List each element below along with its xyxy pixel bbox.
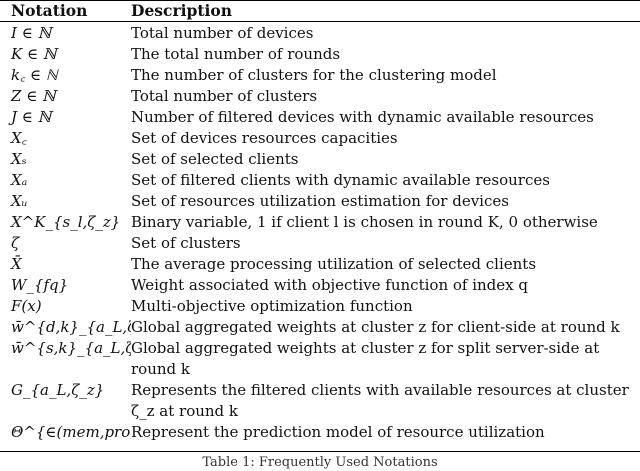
table-top-rule [0, 0, 640, 1]
description-cell: Total number of devices [131, 24, 314, 42]
table-body: I ∈ ℕ Total number of devices K ∈ ℕ The tot… [0, 23, 640, 443]
table-row: k꜀ ∈ ℕ The number of clusters for the clu… [0, 65, 640, 86]
table-row: X̄ The average processing utilization of … [0, 254, 640, 275]
table-row: Xₐ Set of filtered clients with dynamic a… [0, 170, 640, 191]
table-row: J ∈ ℕ Number of filtered devices with dyn… [0, 107, 640, 128]
notation-cell: X꜀ [11, 129, 27, 147]
table-row: w̄^{d,k}_{a_L,ζ_z}Global aggregated weig… [0, 317, 640, 338]
table-header: Notation Description [0, 1, 640, 21]
notation-cell: Xₐ [11, 171, 28, 189]
notation-cell: Z ∈ ℕ [11, 87, 56, 105]
table-bottom-rule [0, 451, 640, 452]
notation-cell: F(x) [11, 297, 42, 315]
description-cell: Set of devices resources capacities [131, 129, 398, 147]
description-cell: Set of selected clients [131, 150, 299, 168]
table-row: Θ^{∈(mem,pro,dis)}Represent the predicti… [0, 422, 640, 443]
notation-cell: W_{fq} [11, 276, 69, 294]
table-row: ζ Set of clusters [0, 233, 640, 254]
description-cell: Represent the prediction model of resour… [131, 423, 545, 441]
table-row: Z ∈ ℕ Total number of clusters [0, 86, 640, 107]
notation-cell: G_{a_L,ζ_z} [11, 381, 105, 399]
description-cell: Global aggregated weights at cluster z f… [131, 318, 620, 336]
notation-cell: k꜀ ∈ ℕ [11, 66, 58, 84]
description-cell: Set of resources utilization estimation … [131, 192, 509, 210]
description-cell: Number of filtered devices with dynamic … [131, 108, 594, 126]
table-row: F(x) Multi-objective optimization functio… [0, 296, 640, 317]
header-notation: Notation [11, 1, 88, 20]
notation-cell: ζ [11, 234, 20, 252]
table-caption: Table 1: Frequently Used Notations [202, 455, 438, 470]
description-cell: Represents the filtered clients with ava… [131, 381, 629, 420]
notation-cell: J ∈ ℕ [11, 108, 52, 126]
description-cell: Set of filtered clients with dynamic ava… [131, 171, 550, 189]
notation-cell: X̄ [11, 255, 22, 273]
description-cell: Global aggregated weights at cluster z f… [131, 339, 600, 378]
notation-cell: K ∈ ℕ [11, 45, 57, 63]
description-cell: Set of clusters [131, 234, 241, 252]
table-row: Xᵤ Set of resources utilization estimatio… [0, 191, 640, 212]
notation-cell: Xₛ [11, 150, 27, 168]
description-cell: Weight associated with objective functio… [131, 276, 528, 294]
notation-cell: w̄^{s,k}_{a_L,ζ_z} [11, 339, 131, 357]
table-header-rule [0, 21, 640, 22]
notation-cell: X^K_{s_l,ζ_z} [11, 213, 121, 231]
table-row: Xₛ Set of selected clients [0, 149, 640, 170]
table-row: G_{a_L,ζ_z} Represents the filtered clien… [0, 380, 640, 422]
description-cell: The average processing utilization of se… [131, 255, 537, 273]
notation-cell: Θ^{∈(mem,pro,dis)} [11, 423, 131, 441]
description-cell: The total number of rounds [131, 45, 341, 63]
notation-cell: Xᵤ [11, 192, 28, 210]
table-row: w̄^{s,k}_{a_L,ζ_z}Global aggregated weig… [0, 338, 640, 380]
header-description: Description [131, 1, 233, 20]
notation-cell: w̄^{d,k}_{a_L,ζ_z} [11, 318, 131, 336]
notation-cell: I ∈ ℕ [11, 24, 52, 42]
description-cell: The number of clusters for the clusterin… [131, 66, 497, 84]
description-cell: Binary variable, 1 if client l is chosen… [131, 213, 598, 231]
table-row: X^K_{s_l,ζ_z} Binary variable, 1 if clien… [0, 212, 640, 233]
description-cell: Total number of clusters [131, 87, 318, 105]
table-row: W_{fq} Weight associated with objective f… [0, 275, 640, 296]
description-cell: Multi-objective optimization function [131, 297, 413, 315]
table-row: K ∈ ℕ The total number of rounds [0, 44, 640, 65]
table-row: I ∈ ℕ Total number of devices [0, 23, 640, 44]
table-row: X꜀ Set of devices resources capacities [0, 128, 640, 149]
